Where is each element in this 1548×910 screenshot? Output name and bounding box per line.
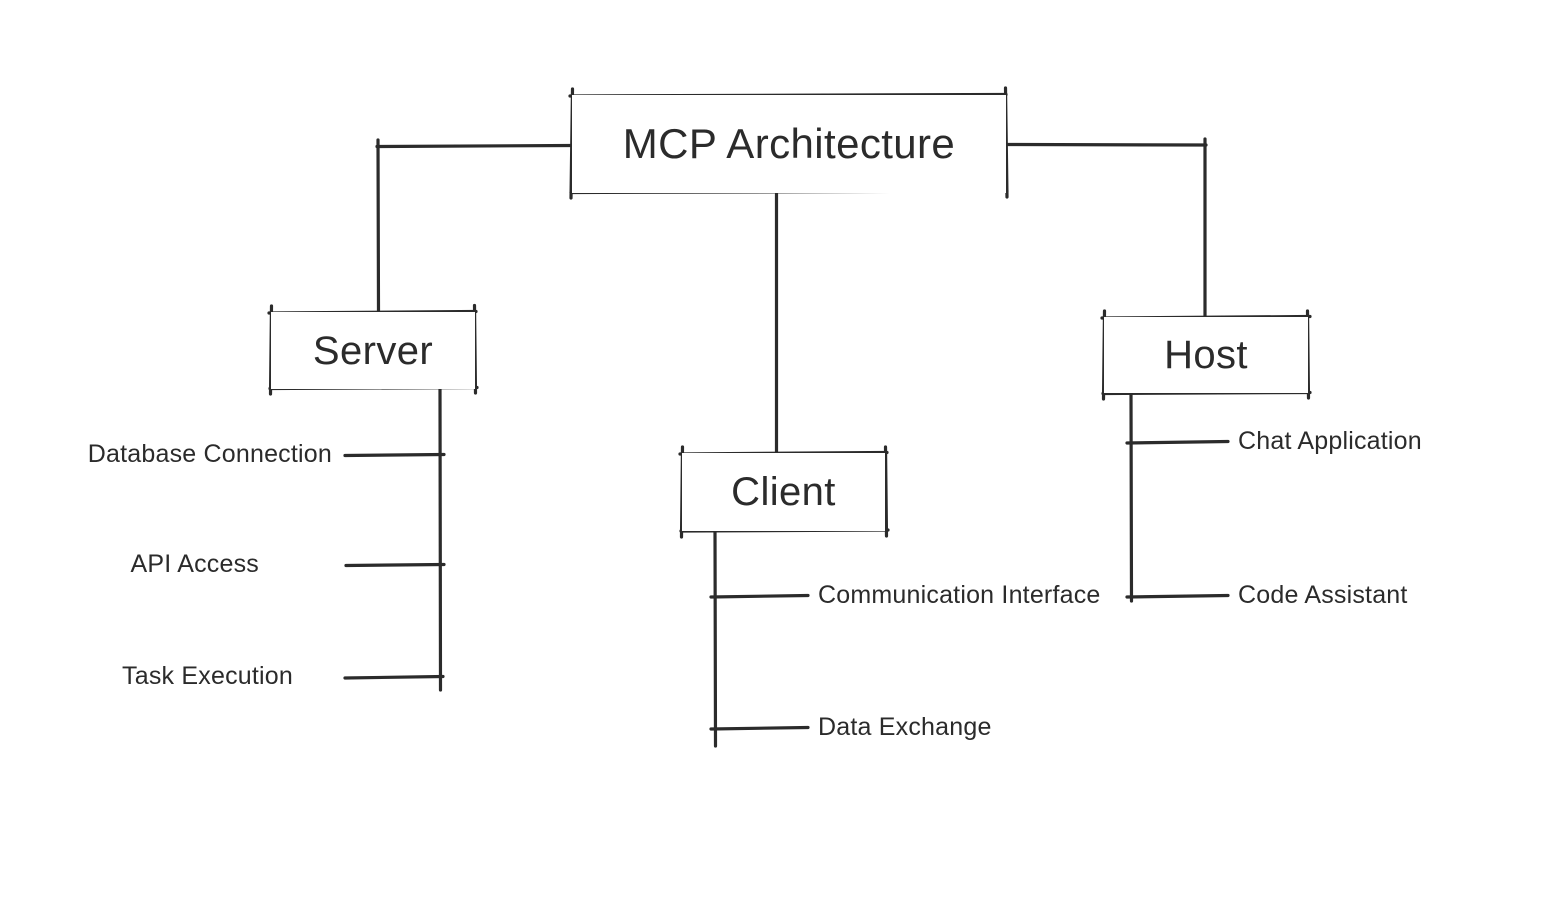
node-mcp-architecture[interactable]: MCP Architecture	[572, 95, 1006, 193]
node-label-host: Host	[1164, 333, 1248, 377]
leaf-label-database-connection: Database Connection	[87, 440, 332, 468]
node-label-client: Client	[731, 470, 836, 514]
leaf-label-chat-application: Chat Application	[1238, 427, 1422, 455]
leaf-data-exchange[interactable]: Data Exchange	[818, 715, 992, 740]
leaf-communication-interface[interactable]: Communication Interface	[818, 583, 1101, 608]
leaf-database-connection[interactable]: Database Connection	[88, 442, 332, 467]
node-label-server: Server	[312, 328, 434, 373]
leaf-code-assistant[interactable]: Code Assistant	[1238, 583, 1408, 608]
connector-root-server	[375, 138, 574, 315]
node-client[interactable]: Client	[682, 453, 885, 531]
leaf-label-data-exchange: Data Exchange	[818, 713, 992, 741]
leaf-label-task-execution: Task Execution	[122, 662, 293, 690]
leaf-label-api-access: API Access	[130, 550, 259, 578]
server-branch-lines	[343, 387, 446, 692]
leaf-label-communication-interface: Communication Interface	[818, 581, 1101, 609]
leaf-task-execution[interactable]: Task Execution	[122, 664, 293, 689]
leaf-api-access[interactable]: API Access	[131, 552, 259, 577]
node-host[interactable]: Host	[1104, 317, 1308, 393]
leaf-label-code-assistant: Code Assistant	[1238, 581, 1408, 609]
node-label-mcp-architecture: MCP Architecture	[622, 120, 956, 167]
connector-root-host	[1004, 137, 1208, 320]
client-branch-lines	[709, 529, 810, 748]
host-branch-lines	[1125, 391, 1230, 603]
leaf-chat-application[interactable]: Chat Application	[1238, 429, 1422, 454]
node-server[interactable]: Server	[271, 312, 475, 389]
